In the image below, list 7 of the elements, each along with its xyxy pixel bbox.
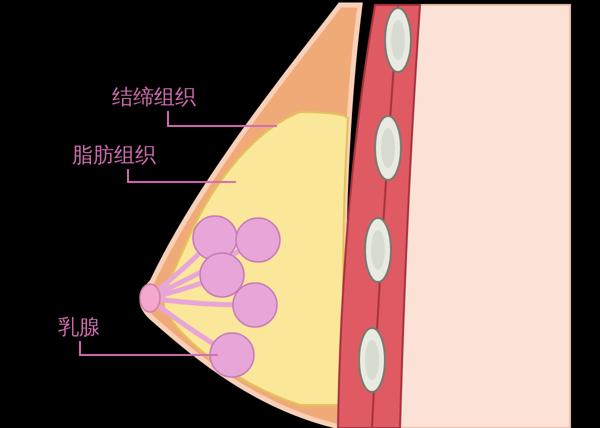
leader-line (79, 341, 218, 356)
leader-line (127, 169, 236, 183)
mammary-gland (139, 215, 281, 378)
part-label: 乳腺 (58, 314, 100, 340)
part-label: 脂肪组织 (72, 142, 156, 168)
leader-line (167, 111, 277, 127)
part-label: 结缔组织 (112, 84, 196, 110)
